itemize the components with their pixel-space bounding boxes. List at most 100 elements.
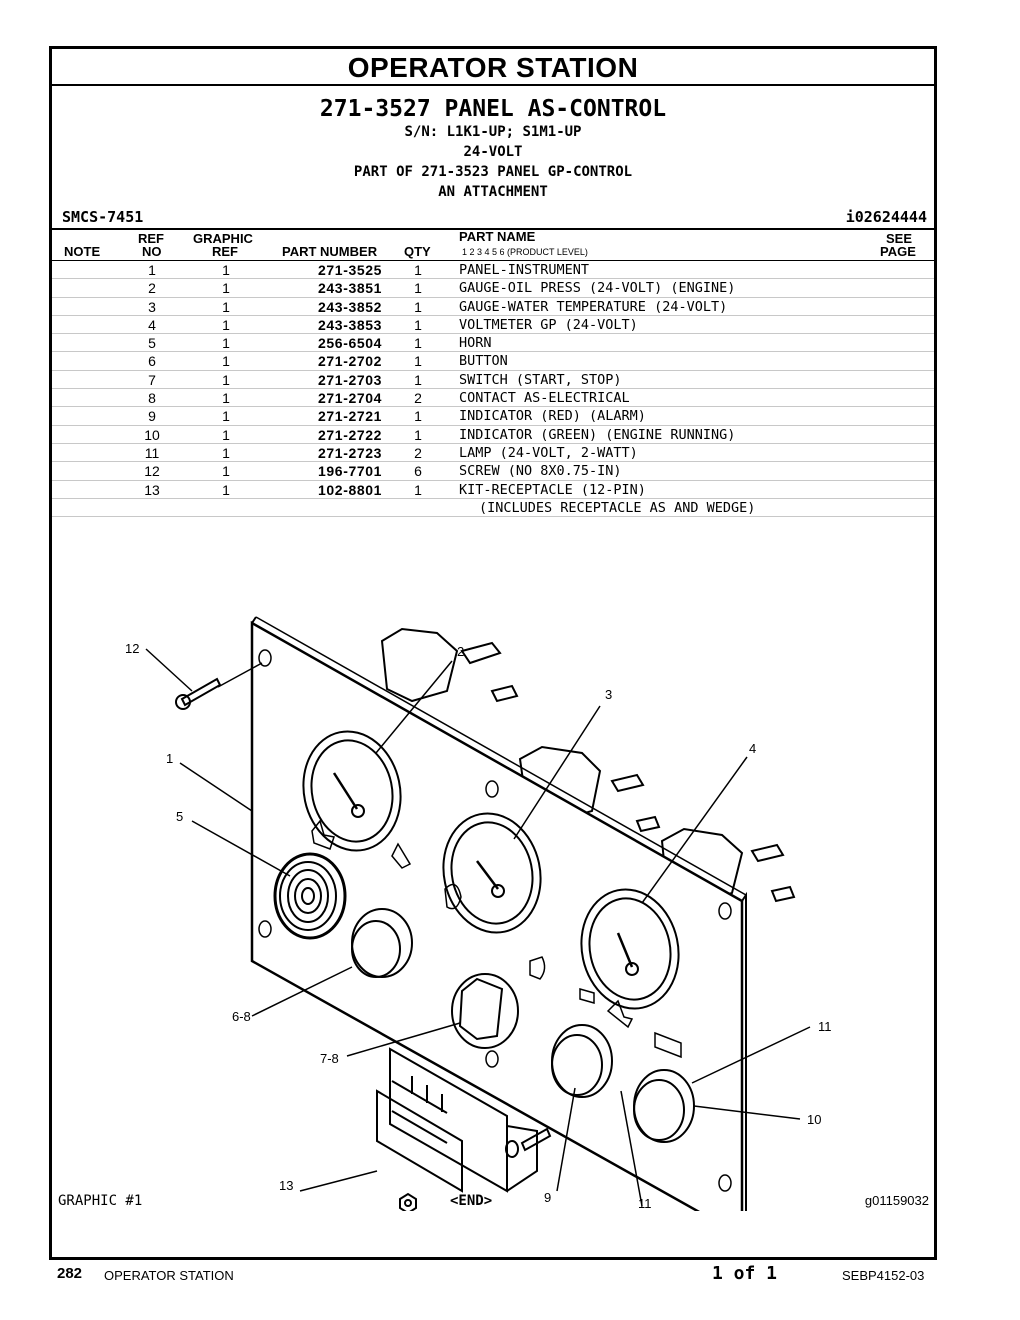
graphic-ref: 1: [222, 280, 230, 297]
graphic-ref: 1: [222, 316, 230, 333]
table-row-note: (INCLUDES RECEPTACLE AS AND WEDGE): [52, 499, 934, 518]
col-graphic-bottom: REF: [212, 244, 238, 259]
qty: 1: [414, 371, 422, 388]
col-graphic-top: GRAPHIC: [193, 231, 253, 246]
graphic-ref: 1: [222, 408, 230, 425]
document-number: SEBP4152-03: [842, 1268, 925, 1283]
graphic-ref: 1: [222, 444, 230, 461]
callout-1: 1: [166, 751, 173, 766]
col-qty: QTY: [404, 244, 431, 259]
qty: 1: [414, 426, 422, 443]
start-stop-switch: [451, 973, 519, 1049]
footer-section: OPERATOR STATION: [104, 1268, 234, 1283]
mounting-holes: [258, 649, 732, 1192]
ref-no: 11: [144, 444, 160, 461]
part-name: HORN: [459, 335, 492, 352]
ref-no: 8: [148, 390, 156, 407]
callout-11-bottom: 11: [638, 1196, 652, 1211]
graphic-ref: 1: [222, 426, 230, 443]
ref-no: 10: [144, 426, 160, 443]
qty: 1: [414, 316, 422, 333]
part-number: 271-2703: [318, 371, 382, 388]
callout-5: 5: [176, 809, 183, 824]
part-number: 243-3851: [318, 280, 382, 297]
exploded-view-graphic: 12 2 3 4 1 5 6-8 7-8 11 10 13 9 11: [125, 616, 832, 1211]
callout-4: 4: [749, 741, 756, 756]
end-label: <END>: [450, 1193, 493, 1209]
graphic-ref: 1: [222, 481, 230, 498]
graphic-ref: 1: [222, 463, 230, 480]
part-number: 243-3852: [318, 298, 382, 315]
indicator-red: [551, 1024, 613, 1098]
ref-no: 9: [148, 408, 156, 425]
part-number: 271-2722: [318, 426, 382, 443]
graphic-footer: GRAPHIC #1 <END> g01159032: [52, 1193, 934, 1213]
callout-3: 3: [605, 687, 612, 702]
col-ref-bottom: NO: [142, 244, 162, 259]
col-ref-top: REF: [138, 231, 164, 246]
page-of: 1 of 1: [712, 1263, 778, 1284]
qty: 1: [414, 353, 422, 370]
smcs-row: SMCS-7451 i02624444: [52, 206, 934, 230]
ref-no: 3: [148, 298, 156, 315]
part-name: INDICATOR (RED) (ALARM): [459, 408, 646, 425]
table-row: 4 1 243-3853 1 VOLTMETER GP (24-VOLT): [52, 316, 934, 335]
graphic-ref: 1: [222, 262, 230, 278]
ref-no: 4: [148, 316, 156, 333]
voltage-line: 24-VOLT: [463, 144, 523, 160]
page-footer: 282 OPERATOR STATION 1 of 1 SEBP4152-03: [0, 1263, 1020, 1289]
qty: 2: [414, 444, 422, 461]
part-name: KIT-RECEPTACLE (12-PIN): [459, 481, 646, 498]
screw: [175, 677, 222, 710]
button: [351, 908, 413, 978]
page-number: 282: [57, 1265, 83, 1282]
part-name: VOLTMETER GP (24-VOLT): [459, 316, 638, 333]
graphic-id: g01159032: [864, 1193, 929, 1208]
column-header: NOTE REF NO GRAPHIC REF PART NUMBER QTY …: [52, 229, 934, 261]
ref-no: 5: [148, 335, 156, 352]
part-name: BUTTON: [459, 353, 508, 370]
graphic-ref: 1: [222, 353, 230, 370]
graphic-ref: 1: [222, 335, 230, 352]
callout-7-8: 7-8: [320, 1051, 339, 1066]
callout-9: 9: [544, 1190, 551, 1205]
col-part-number: PART NUMBER: [282, 244, 378, 259]
nut: [399, 1192, 417, 1211]
part-number: 271-2704: [318, 390, 382, 407]
leader-lines: [145, 648, 811, 1207]
assembly-header: 271-3527 PANEL AS-CONTROL S/N: L1K1-UP; …: [52, 96, 934, 202]
image-id: i02624444: [845, 208, 927, 226]
smcs-code: SMCS-7451: [62, 208, 144, 226]
part-name: LAMP (24-VOLT, 2-WATT): [459, 444, 638, 461]
qty: 1: [414, 408, 422, 425]
part-number: 102-8801: [318, 481, 382, 498]
col-see-bottom: PAGE: [880, 244, 916, 259]
part-name: INDICATOR (GREEN) (ENGINE RUNNING): [459, 426, 736, 443]
water-temperature-gauge: [442, 812, 542, 934]
qty: 6: [414, 463, 422, 480]
part-name-note: (INCLUDES RECEPTACLE AS AND WEDGE): [479, 499, 756, 516]
qty: 1: [414, 262, 422, 278]
panel-plate: [250, 620, 744, 1211]
gauge-housing-back: [380, 627, 796, 905]
part-number: 243-3853: [318, 316, 382, 333]
ref-no: 7: [148, 371, 156, 388]
oil-pressure-gauge: [302, 730, 402, 852]
panel-symbols: [311, 819, 682, 1059]
part-number: 256-6504: [318, 335, 382, 352]
part-name: GAUGE-OIL PRESS (24-VOLT) (ENGINE): [459, 280, 736, 297]
callout-6-8: 6-8: [232, 1009, 251, 1024]
part-name: SWITCH (START, STOP): [459, 371, 622, 388]
part-number: 271-2702: [318, 353, 382, 370]
voltmeter-gauge: [580, 888, 680, 1010]
part-name: CONTACT AS-ELECTRICAL: [459, 390, 630, 407]
